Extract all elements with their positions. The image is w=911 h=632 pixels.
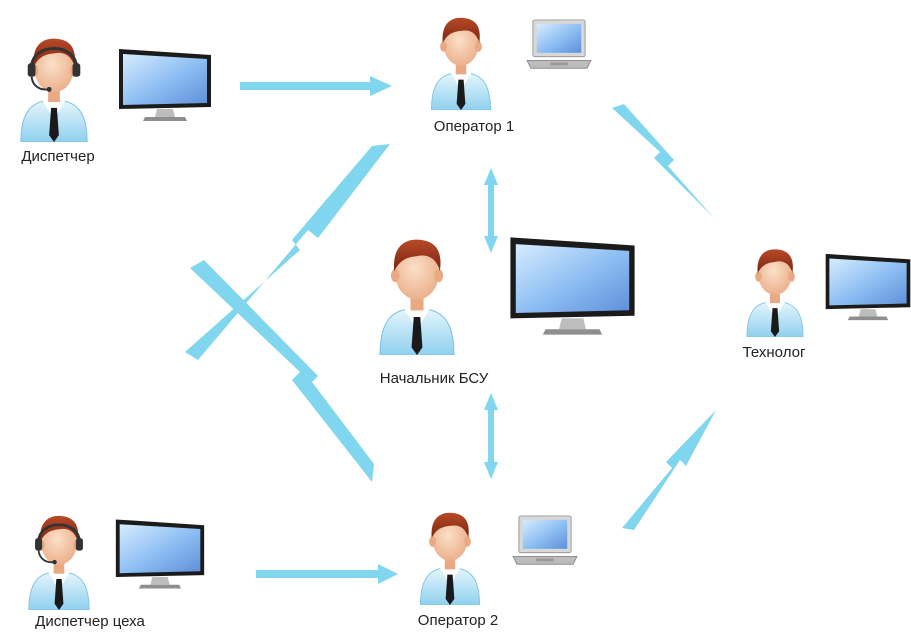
node-operator1 — [430, 17, 592, 110]
arrow-operator1-to-technologist — [612, 104, 714, 218]
node-chief — [379, 237, 635, 355]
monitor-icon — [825, 253, 911, 321]
monitor-icon — [510, 237, 635, 335]
node-technologist — [746, 248, 911, 337]
monitor-icon — [115, 519, 205, 589]
arrow-operator2-to-technologist — [622, 410, 716, 530]
arrow-cross-to-operator2 — [190, 260, 374, 482]
arrow-chief-operator1 — [484, 168, 498, 253]
person-icon — [379, 239, 455, 355]
node-dispatcher — [21, 39, 211, 142]
label-operator1: Оператор 1 — [433, 118, 515, 135]
laptop-icon — [526, 19, 592, 69]
arrow-chief-operator2 — [484, 393, 498, 479]
label-chief: Начальник БСУ — [379, 370, 489, 387]
label-dispatcher: Диспетчер — [21, 148, 95, 165]
arrow-shop-dispatcher-to-operator2 — [256, 564, 398, 584]
label-technologist: Технолог — [742, 344, 806, 361]
person-headset-icon — [29, 516, 89, 610]
arrow-cross-to-operator1 — [185, 144, 390, 360]
person-headset-icon — [21, 39, 87, 142]
arrow-dispatcher-to-operator1 — [240, 76, 392, 96]
laptop-icon — [512, 515, 578, 565]
person-icon — [430, 17, 492, 110]
node-operator2 — [419, 512, 578, 605]
node-shop-dispatcher — [29, 516, 205, 610]
person-icon — [746, 248, 804, 337]
label-shop-dispatcher: Диспетчер цеха — [35, 613, 145, 630]
person-icon — [419, 512, 481, 605]
monitor-icon — [119, 49, 211, 121]
label-operator2: Оператор 2 — [417, 612, 499, 629]
connection-arrows — [185, 76, 716, 584]
